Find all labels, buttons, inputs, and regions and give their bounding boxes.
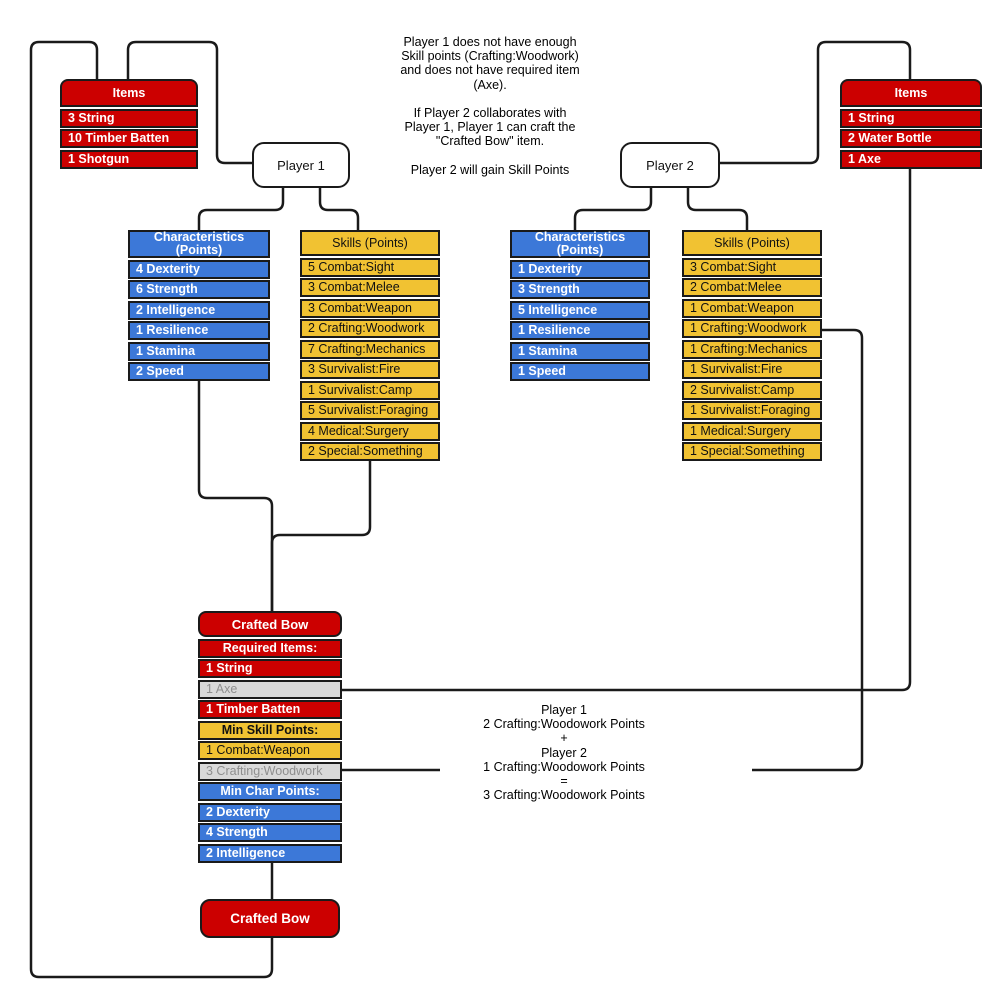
edge-result-to-items-left (29, 40, 274, 979)
item-row: 10 Timber Batten (60, 129, 198, 148)
skill-row: 3 Combat:Melee (300, 278, 440, 297)
skill-row: 5 Survivalist:Foraging (300, 401, 440, 420)
edge-p1-skills-to-craftedbow (270, 461, 372, 611)
characteristic-row: 2 Speed (128, 362, 270, 381)
skill-row: 1 Special:Something (682, 442, 822, 461)
characteristic-row: 5 Intelligence (510, 300, 650, 320)
edge-player2-to-characteristics (573, 188, 653, 230)
characteristic-row: 2 Intelligence (128, 300, 270, 320)
edge-items-right-to-axe-requirement (342, 168, 912, 692)
skill-row: 4 Medical:Surgery (300, 421, 440, 441)
requirement-row: 3 Crafting:Woodwork (198, 761, 342, 781)
skill-row: 3 Combat:Sight (682, 257, 822, 277)
item-row: 1 String (840, 108, 982, 128)
skill-row: 2 Special:Something (300, 442, 440, 461)
requirement-row: 2 Dexterity (198, 802, 342, 822)
requirement-row: 4 Strength (198, 823, 342, 842)
skills-table-header: Skills (Points) (300, 230, 440, 256)
player1-label: Player 1 (277, 157, 325, 173)
crafted-bow-table-header: Crafted Bow (198, 611, 342, 637)
characteristics-table-header: Characteristics (Points) (510, 230, 650, 258)
requirement-row: Min Char Points: (198, 782, 342, 801)
characteristic-row: 1 Stamina (510, 341, 650, 361)
skill-row: 7 Crafting:Mechanics (300, 339, 440, 359)
player2-label: Player 2 (646, 157, 694, 173)
characteristic-row: 1 Speed (510, 362, 650, 381)
edge-player2-to-items-right (720, 40, 912, 165)
item-row: 1 Shotgun (60, 149, 198, 169)
skill-row: 1 Survivalist:Camp (300, 380, 440, 400)
skill-row: 2 Combat:Melee (682, 278, 822, 297)
skill-row: 1 Medical:Surgery (682, 421, 822, 441)
top-annotation: Player 1 does not have enough Skill poin… (400, 35, 580, 177)
characteristic-row: 1 Resilience (510, 321, 650, 340)
item-row: 2 Water Bottle (840, 129, 982, 148)
characteristic-row: 4 Dexterity (128, 259, 270, 279)
requirement-row: 1 Timber Batten (198, 700, 342, 719)
requirement-row: 1 Combat:Weapon (198, 741, 342, 760)
edge-player1-to-characteristics (197, 188, 285, 230)
edge-player2-to-skills (686, 188, 749, 230)
skill-row: 2 Survivalist:Camp (682, 380, 822, 400)
characteristic-row: 3 Strength (510, 280, 650, 299)
edge-p1-characteristics-to-craftedbow (197, 381, 274, 611)
skill-row: 3 Survivalist:Fire (300, 360, 440, 379)
skill-row: 3 Combat:Weapon (300, 298, 440, 318)
requirement-row: Min Skill Points: (198, 720, 342, 740)
items-table-header: Items (60, 79, 198, 107)
player2-node[interactable]: Player 2 (620, 142, 720, 188)
skill-row: 1 Combat:Weapon (682, 298, 822, 318)
skills-table-header: Skills (Points) (682, 230, 822, 256)
requirement-row: 1 String (198, 659, 342, 678)
requirement-row: 2 Intelligence (198, 843, 342, 863)
edge-p2-woodwork-to-requirement (342, 328, 864, 772)
edge-player1-to-skills (318, 188, 360, 230)
skill-row: 5 Combat:Sight (300, 257, 440, 277)
skill-row: 1 Survivalist:Foraging (682, 401, 822, 420)
crafted-bow-result-node[interactable]: Crafted Bow (200, 899, 340, 938)
characteristic-row: 6 Strength (128, 280, 270, 299)
requirement-row: 1 Axe (198, 679, 342, 699)
items-table-header: Items (840, 79, 982, 107)
item-row: 1 Axe (840, 149, 982, 169)
skill-calculation-annotation: Player 1 2 Crafting:Woodowork Points + P… (440, 703, 752, 807)
characteristic-row: 1 Stamina (128, 341, 270, 361)
characteristic-row: 1 Resilience (128, 321, 270, 340)
crafted-bow-result-label: Crafted Bow (230, 911, 310, 926)
skill-row: 1 Survivalist:Fire (682, 360, 822, 379)
item-row: 3 String (60, 108, 198, 128)
edge-items-left-to-player1 (126, 40, 252, 165)
characteristic-row: 1 Dexterity (510, 259, 650, 279)
skill-row: 1 Crafting:Woodwork (682, 319, 822, 338)
player1-node[interactable]: Player 1 (252, 142, 350, 188)
requirement-row: Required Items: (198, 638, 342, 658)
skill-row: 2 Crafting:Woodwork (300, 319, 440, 338)
skill-row: 1 Crafting:Mechanics (682, 339, 822, 359)
characteristics-table-header: Characteristics (Points) (128, 230, 270, 258)
